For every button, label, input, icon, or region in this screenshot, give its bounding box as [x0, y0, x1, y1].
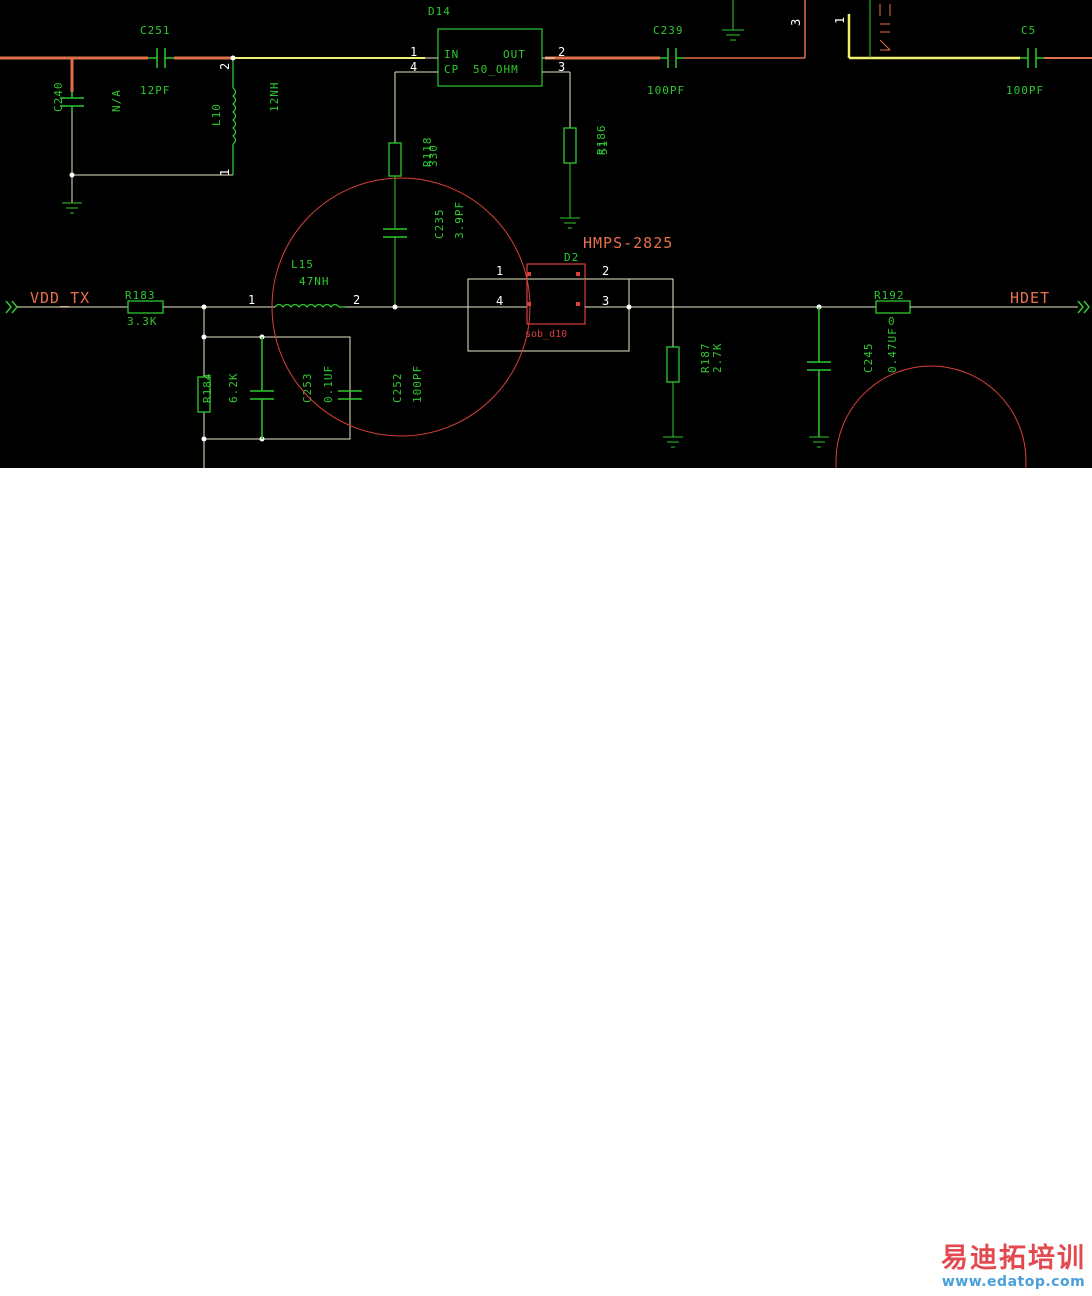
- ground-symbol: [809, 436, 829, 448]
- rf-trace-right: [545, 0, 806, 60]
- l10-value: 12NH: [268, 82, 281, 113]
- watermark-url: www.edatop.com: [941, 1274, 1086, 1290]
- ground-symbol: [663, 436, 683, 448]
- schematic-canvas: 3 1 C251 12PF C240 N/A 2 1 L10 12NH D14 …: [0, 0, 1092, 468]
- diode-d2[interactable]: [526, 263, 586, 325]
- junction-dot: [230, 55, 236, 61]
- capacitor-c240[interactable]: [60, 92, 84, 112]
- junction-dot: [69, 172, 75, 178]
- highlight-circle: [835, 365, 1027, 468]
- c5-value: 100PF: [1006, 84, 1044, 97]
- diode-d2-outline: [467, 278, 630, 352]
- d14-value: 50_OHM: [473, 63, 519, 76]
- capacitor-c251[interactable]: [148, 48, 174, 68]
- rf-trace-left: [0, 56, 233, 92]
- d2-pin-1: 1: [496, 264, 503, 278]
- net-arrow-hdet: [1077, 300, 1090, 314]
- c5-ref: C5: [1021, 24, 1036, 37]
- top-pin-3: 3: [789, 19, 803, 26]
- r186-value: 51: [597, 140, 610, 155]
- r183-value: 3.3K: [127, 315, 158, 328]
- l10-ref: L10: [210, 103, 223, 126]
- ground-symbol: [560, 217, 580, 229]
- c239-value: 100PF: [647, 84, 685, 97]
- c252-value: 100PF: [411, 365, 424, 403]
- d14-pin-in-label: IN: [444, 48, 459, 61]
- r186-ref: R186: [595, 125, 608, 156]
- l15-pin-2: 2: [353, 293, 360, 307]
- d14-pin-cp-label: CP: [444, 63, 459, 76]
- d2-pin-2: 2: [602, 264, 609, 278]
- inductor-l10[interactable]: [231, 58, 237, 175]
- d2-ref: D2: [564, 251, 579, 264]
- d2-pin-4: 4: [496, 294, 503, 308]
- offpage-part-text: [879, 4, 891, 51]
- r192-ref: R192: [874, 289, 905, 302]
- c245-value: 0.47UF: [886, 327, 899, 373]
- watermark: 易迪拓培训 www.edatop.com: [941, 1243, 1086, 1291]
- r184-value: 6.2K: [227, 373, 240, 404]
- d14-pin-out-label: OUT: [503, 48, 526, 61]
- d2-pin-wires: [468, 278, 876, 347]
- r184-ref: R184: [201, 373, 214, 404]
- l15-ref: L15: [291, 258, 314, 271]
- r187-ref: R187: [699, 343, 712, 374]
- c240-value: N/A: [110, 89, 123, 112]
- r183-ref: R183: [125, 289, 156, 302]
- junction-dot: [626, 304, 632, 310]
- schematic-background: [0, 0, 1092, 468]
- d2-pin-markers: [527, 272, 580, 306]
- top-pin-1: 1: [833, 17, 847, 24]
- r192-value: 0: [888, 315, 896, 328]
- resistor-r184[interactable]: [197, 376, 211, 413]
- capacitor-c239[interactable]: [660, 48, 684, 68]
- d2-pin-3: 3: [602, 294, 609, 308]
- c253-value: 0.1UF: [322, 365, 335, 403]
- r118-value: 330: [427, 144, 440, 167]
- c245-ref: C245: [862, 343, 875, 374]
- junction-dot: [201, 436, 207, 442]
- net-label-vdd-tx: VDD_TX: [30, 289, 90, 307]
- l10-pin-2: 2: [218, 63, 232, 70]
- ground-symbol: [62, 202, 82, 214]
- watermark-cn: 易迪拓培训: [941, 1243, 1086, 1274]
- c252-ref: C252: [391, 373, 404, 404]
- r118-ref: R118: [421, 137, 434, 168]
- d14-pin-stubs: [395, 57, 570, 73]
- capacitor-c245[interactable]: [807, 307, 831, 437]
- capacitor-c253[interactable]: [250, 337, 274, 439]
- d14-pin-2: 2: [558, 45, 565, 59]
- c235-value: 3.9PF: [453, 201, 466, 239]
- d2-footprint: sob_d10: [525, 329, 567, 340]
- capacitor-c5[interactable]: [1020, 48, 1044, 68]
- net-label-hdet: HDET: [1010, 289, 1050, 307]
- l15-value: 47NH: [299, 275, 330, 288]
- d14-ref: D14: [428, 5, 451, 18]
- l10-pin-1: 1: [218, 169, 232, 176]
- d14-pin-3: 3: [558, 60, 565, 74]
- l15-pin-1: 1: [248, 293, 255, 307]
- junction-dot: [392, 304, 398, 310]
- junction-dot: [201, 334, 207, 340]
- c239-ref: C239: [653, 24, 684, 37]
- c251-value: 12PF: [140, 84, 171, 97]
- c251-ref: C251: [140, 24, 171, 37]
- ground-symbol: [722, 29, 744, 41]
- c240-ref: C240: [52, 82, 65, 113]
- capacitor-c252[interactable]: [338, 390, 362, 400]
- inductor-l15[interactable]: [274, 303, 345, 309]
- c235-ref: C235: [433, 209, 446, 240]
- d2-part-number: HMPS-2825: [583, 234, 673, 252]
- d14-pin-1: 1: [410, 45, 417, 59]
- rf-trace-far-right: [847, 14, 1092, 60]
- highlight-circle: [271, 177, 531, 437]
- d14-pin-4: 4: [410, 60, 417, 74]
- r187-value: 2.7K: [711, 343, 724, 374]
- c253-ref: C253: [301, 373, 314, 404]
